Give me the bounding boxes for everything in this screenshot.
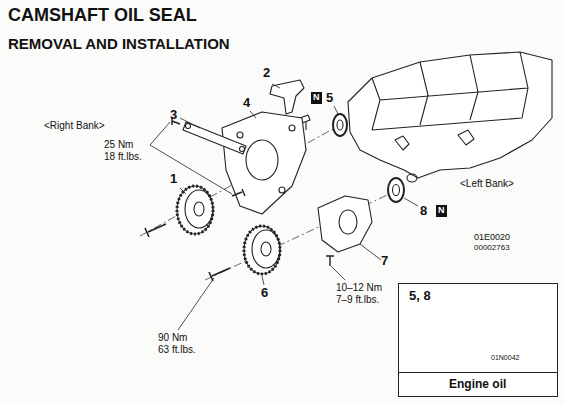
callout-number: 8 — [420, 204, 427, 218]
callout-number: 2 — [263, 66, 270, 80]
callout-number: 6 — [261, 286, 268, 300]
new-part-badge: N — [311, 92, 322, 104]
torque-spec: 10–12 Nm — [336, 282, 382, 293]
callout-number: 7 — [381, 254, 388, 268]
figure-code: 00002763 — [474, 244, 510, 253]
caption-band: Engine oil — [399, 372, 557, 396]
badge-letter: N — [313, 93, 320, 103]
torque-spec: 63 ft.lbs. — [158, 344, 196, 355]
bank-label: <Right Bank> — [44, 120, 105, 131]
torque-spec: 7–9 ft.lbs. — [336, 294, 379, 305]
title: CAMSHAFT OIL SEAL — [8, 6, 197, 26]
callout-number: 5 — [326, 91, 333, 105]
callout-number: 5, 8 — [409, 289, 431, 303]
torque-spec: 18 ft.lbs. — [104, 151, 142, 162]
callout-number: 1 — [170, 172, 177, 186]
inset-box: 5, 8 01N0042Engine oil — [398, 283, 558, 397]
subtitle: REMOVAL AND INSTALLATION — [8, 36, 230, 53]
torque-spec: 90 Nm — [158, 332, 187, 343]
bank-label: <Left Bank> — [460, 178, 514, 189]
figure-code: 01N0042 — [491, 354, 519, 362]
callout-number: 3 — [170, 108, 177, 122]
caption-text: Engine oil — [449, 378, 506, 391]
figure-code: 01E0020 — [474, 233, 510, 243]
new-part-badge: N — [436, 205, 447, 217]
torque-spec: 25 Nm — [104, 139, 133, 150]
callout-number: 4 — [243, 96, 250, 110]
badge-letter: N — [438, 206, 445, 216]
